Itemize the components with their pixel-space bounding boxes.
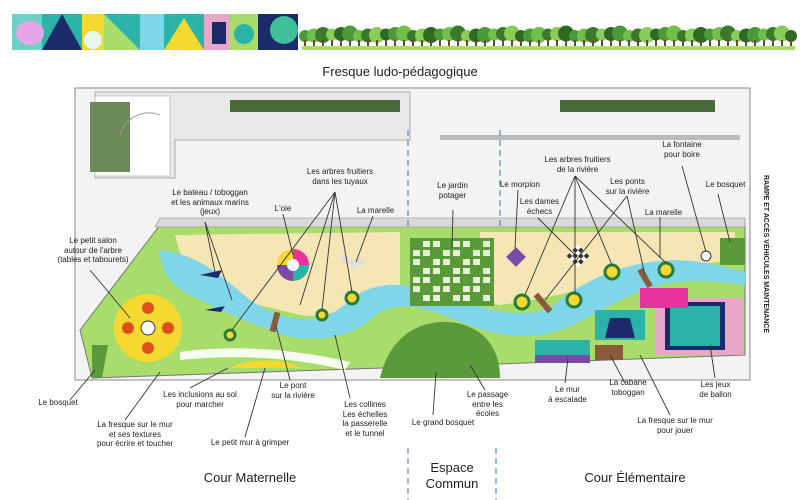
checkerboard — [566, 244, 590, 268]
side-label: RAMPE ET ACCÈS VÉHICULES MAINTENANCE — [762, 175, 769, 334]
label-mur-escalade: Le mur à escalade — [548, 385, 587, 404]
marelle-mat — [341, 256, 365, 268]
label-oie: L'oie — [274, 204, 292, 213]
label-bateau: Le bateau / toboggan et les animaux mari… — [171, 188, 249, 216]
label-fresque-mat: La fresque sur le mur et ses textures po… — [96, 420, 174, 448]
label-arbres-elem: Les arbres fruitiers de la rivière — [544, 155, 611, 174]
label-marelle-mat: La marelle — [356, 206, 395, 215]
label-bosquet-left: Le bosquet — [38, 398, 78, 407]
label-cabane: La cabane toboggan — [609, 378, 647, 397]
page-title: Fresque ludo-pédagogique — [322, 64, 478, 79]
label-jeux-ballon: Les jeux de ballon — [699, 380, 732, 399]
zone-elementaire: Cour Élémentaire — [584, 470, 686, 485]
zone-commun: Espace Commun — [425, 460, 479, 491]
oie-wheel — [277, 249, 309, 281]
playground — [79, 130, 746, 500]
label-fontaine: La fontaine pour boire — [662, 140, 702, 159]
label-petit-mur: Le petit mur à grimper — [210, 438, 290, 447]
salon-seats — [122, 302, 174, 354]
potager-grid — [413, 241, 490, 301]
label-morpion: Le morpion — [499, 180, 541, 189]
label-dames: Les dames échecs — [519, 197, 560, 216]
label-bosquet-right: Le bosquet — [705, 180, 746, 189]
leader-lines — [69, 165, 731, 438]
label-collines: Les collines Les échelles la passerelle … — [342, 400, 388, 438]
label-pont-mat: Le pont sur la rivière — [271, 381, 315, 400]
label-marelle-elem: La marelle — [644, 208, 683, 217]
zone-maternelle: Cour Maternelle — [203, 470, 297, 485]
label-arbres-mat: Les arbres fruitiers dans les tuyaux — [306, 167, 374, 186]
header-trees-banner — [299, 25, 797, 50]
side-label-box: RAMPE ET ACCÈS VÉHICULES MAINTENANCE — [740, 175, 800, 345]
header-geometric-banner — [12, 14, 298, 50]
label-petit-salon: Le petit salon autour de l'arbre (tables… — [57, 236, 129, 264]
label-ponts: Les ponts sur la rivière — [605, 177, 650, 196]
label-jardin: Le jardin potager — [437, 181, 468, 200]
label-fresque-elem: La fresque sur le mur pour jouer — [637, 416, 713, 435]
label-passage: Le passage entre les écoles — [466, 390, 509, 418]
label-inclusions: Les inclusions au sol pour marcher — [163, 390, 237, 409]
label-grand-bosquet: Le grand bosquet — [411, 418, 475, 427]
bridges — [269, 267, 653, 333]
